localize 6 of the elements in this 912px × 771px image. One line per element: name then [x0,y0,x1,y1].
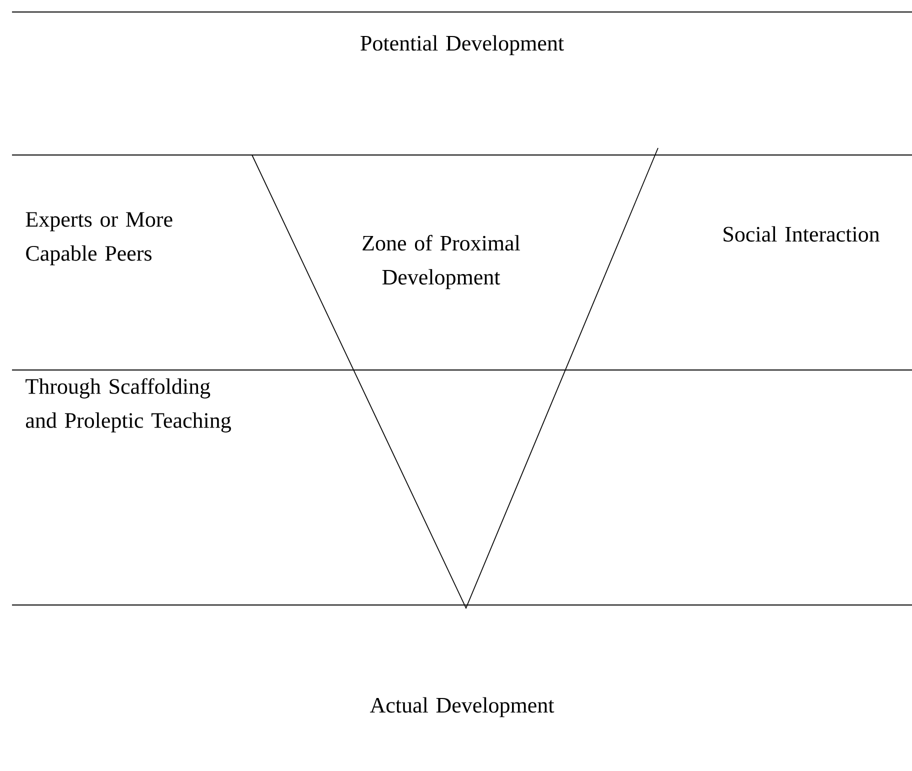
label-text: Experts or More Capable Peers [26,212,172,266]
label-text: Potential Development [360,35,564,56]
label-text: Social Interaction [724,226,880,242]
label-text: Through Scaffolding and Proleptic Teaching [26,378,231,432]
label-text: Actual Development [370,697,554,718]
v-shaped-zone: Zone of Proximal Development [252,148,658,610]
